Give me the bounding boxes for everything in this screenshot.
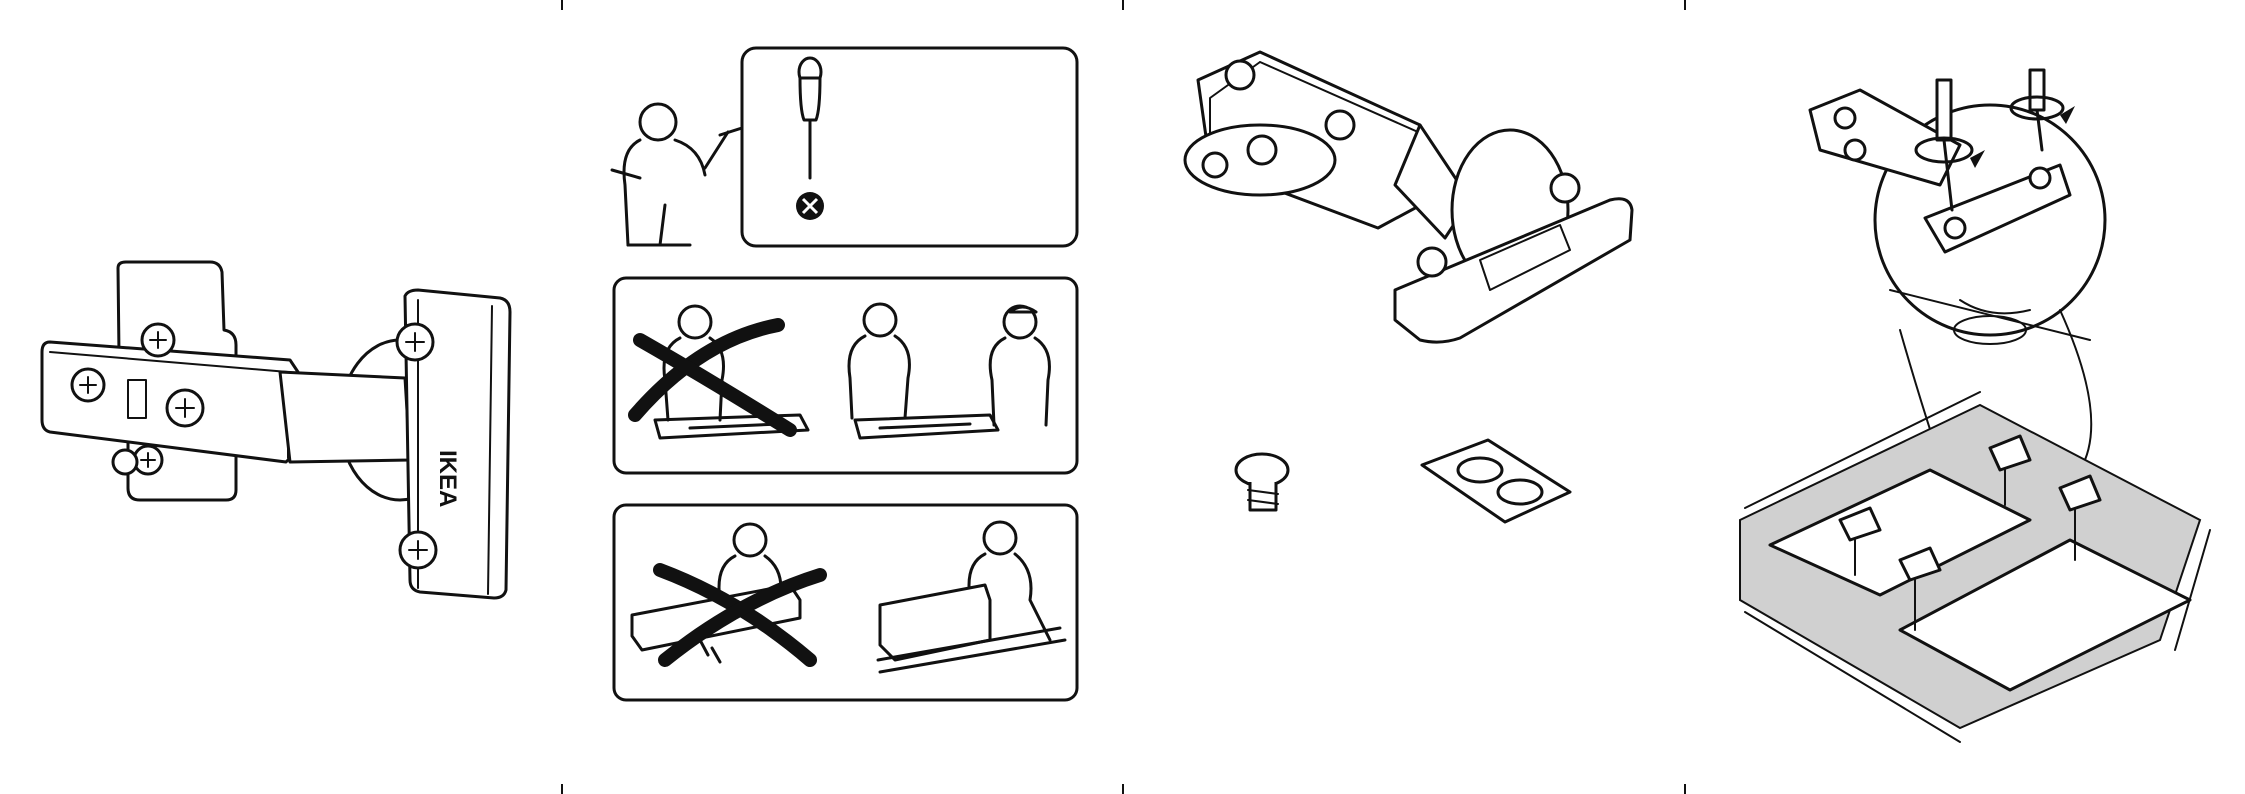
person-figure	[612, 104, 728, 245]
hinge-brand-marking: IKEA	[434, 450, 461, 507]
assembly-step	[1740, 70, 2210, 742]
felt-pads-part	[1422, 440, 1570, 522]
floor-mat	[1740, 405, 2200, 728]
cross-circle-icon	[796, 192, 824, 220]
bumper-screw-part	[1236, 454, 1288, 510]
hinge-illustration: IKEA	[42, 262, 510, 598]
tools-and-safety	[612, 48, 1077, 700]
hinge-angled-illustration	[1185, 52, 1632, 342]
tool-bubble	[742, 48, 1077, 246]
hardware-parts	[1185, 52, 1632, 522]
